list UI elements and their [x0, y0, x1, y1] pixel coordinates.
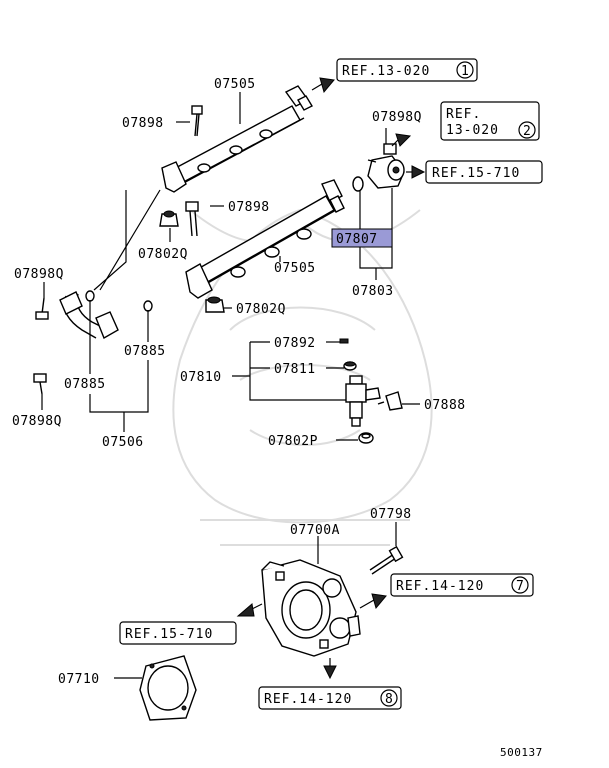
label-07811[interactable]: 07811: [274, 362, 316, 377]
label-07810[interactable]: 07810: [180, 370, 222, 385]
label-07807[interactable]: 07807: [336, 232, 378, 247]
bolt-07898q-left[interactable]: [35, 297, 49, 320]
label-07888[interactable]: 07888: [424, 398, 466, 413]
label-07885-left[interactable]: 07885: [64, 377, 106, 392]
ref-box-3[interactable]: REF.15-710: [425, 160, 543, 184]
label-07798[interactable]: 07798: [370, 507, 412, 522]
ref-2-num: 2: [523, 124, 532, 139]
fuel-injector-07810[interactable]: [345, 375, 381, 427]
label-07710[interactable]: 07710: [58, 672, 100, 687]
pressure-regulator-07803[interactable]: [367, 143, 405, 189]
o-ring-07807[interactable]: [352, 176, 364, 192]
label-07898-top[interactable]: 07898: [122, 116, 164, 131]
bolt-07898q-bottom[interactable]: [33, 373, 47, 395]
label-07898-mid[interactable]: 07898: [228, 200, 270, 215]
ref-box-4[interactable]: REF.14-120 7: [390, 573, 534, 597]
label-07885-right[interactable]: 07885: [124, 344, 166, 359]
label-07505-top[interactable]: 07505: [214, 77, 256, 92]
label-07898q-bottom[interactable]: 07898Q: [12, 414, 62, 429]
ref-box-5[interactable]: REF.15-710: [119, 621, 237, 645]
label-07898q-right[interactable]: 07898Q: [372, 110, 422, 125]
ref-2-text: 13-020: [446, 123, 499, 138]
ref-box-2[interactable]: REF. 13-020 2: [440, 101, 540, 141]
ref-box-6[interactable]: REF.14-120 8: [258, 686, 402, 710]
gasket-07710[interactable]: [139, 655, 197, 721]
bolt-07898-top[interactable]: [191, 105, 203, 137]
nut-07802q-mid[interactable]: [159, 210, 179, 227]
label-07506[interactable]: 07506: [102, 435, 144, 450]
label-07803[interactable]: 07803: [352, 284, 394, 299]
label-07505-mid[interactable]: 07505: [274, 261, 316, 276]
label-07898q-left[interactable]: 07898Q: [14, 267, 64, 282]
fuel-rail-middle[interactable]: [185, 179, 345, 299]
ref-1-num: 1: [461, 64, 470, 79]
o-ring-07892[interactable]: [339, 338, 349, 344]
ref-5-text: REF.15-710: [125, 627, 213, 642]
ref-2-line1: REF.: [446, 107, 481, 122]
ref-4-text: REF.14-120: [396, 579, 484, 594]
throttle-body-07700a[interactable]: [261, 559, 361, 657]
label-07802q-low[interactable]: 07802Q: [236, 302, 286, 317]
ref-6-text: REF.14-120: [264, 692, 352, 707]
bolt-07898-mid[interactable]: [185, 201, 199, 237]
ref-6-num: 8: [385, 692, 394, 707]
ref-1-text: REF.13-020: [342, 64, 430, 79]
label-07802p[interactable]: 07802P: [268, 434, 318, 449]
clip-07888[interactable]: [377, 391, 403, 411]
ref-4-num: 7: [516, 579, 525, 594]
fuel-rail-top[interactable]: [161, 85, 313, 193]
label-07700a[interactable]: 07700A: [290, 523, 340, 538]
label-07802q-mid[interactable]: 07802Q: [138, 247, 188, 262]
grommet-07811[interactable]: [343, 361, 357, 371]
fuel-pipe-07506[interactable]: [59, 290, 153, 340]
nut-07802q-low[interactable]: [205, 296, 225, 313]
diagram-code: 500137: [500, 746, 543, 759]
ref-3-text: REF.15-710: [432, 166, 520, 181]
arrows: [236, 77, 426, 680]
highlight-07807: [331, 228, 393, 248]
insulator-07802p[interactable]: [358, 432, 374, 444]
bolt-07798[interactable]: [369, 545, 404, 575]
label-07892[interactable]: 07892: [274, 336, 316, 351]
ref-box-1[interactable]: REF.13-020 1: [336, 58, 478, 82]
